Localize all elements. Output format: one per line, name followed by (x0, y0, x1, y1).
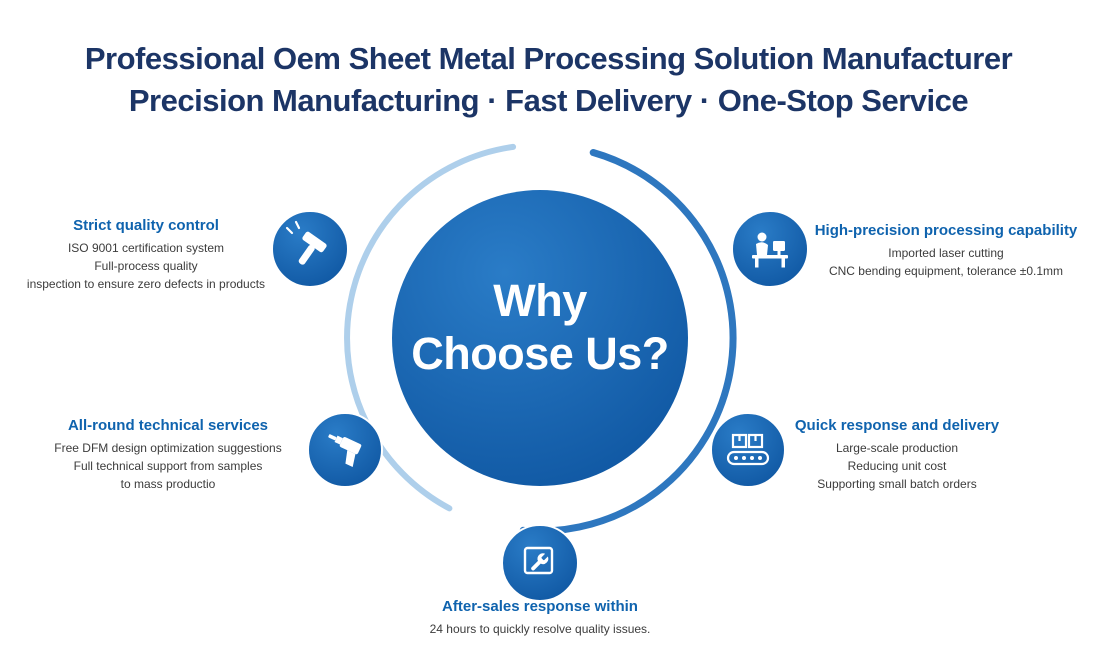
engineer-desk-icon (752, 232, 788, 268)
ring-arc-light (344, 143, 517, 512)
feature-body: Large-scale production Reducing unit cos… (817, 441, 977, 491)
center-circle (392, 190, 688, 486)
ring-arc-blue (519, 149, 737, 535)
center-slogan: Why Choose Us? (390, 274, 690, 380)
feature-body: Imported laser cutting CNC bending equip… (828, 246, 1064, 278)
feature-high-precision: High-precision processing capability Imp… (806, 222, 1086, 280)
page-title-line1: Professional Oem Sheet Metal Processing … (84, 41, 1013, 76)
feature-title: Strict quality control (73, 217, 219, 234)
feature-body: Free DFM design optimization suggestions… (54, 441, 282, 491)
feature-body: 24 hours to quickly resolve quality issu… (429, 622, 651, 636)
precision-node (731, 210, 809, 288)
conveyor-icon (726, 433, 770, 466)
feature-technical-services: All-round technical services Free DFM de… (28, 417, 308, 493)
feature-title: After-sales response within (442, 598, 638, 615)
feature-title: High-precision processing capability (814, 222, 1078, 239)
aftersales-node (501, 524, 579, 602)
delivery-node (710, 412, 786, 488)
feature-strict-quality-control: Strict quality control ISO 9001 certific… (10, 217, 282, 293)
feature-title: Quick response and delivery (794, 417, 1000, 434)
drill-icon (328, 434, 362, 468)
technical-node (307, 412, 383, 488)
center-slogan-line2: Choose Us? (411, 328, 669, 380)
wrench-box-icon (523, 546, 554, 575)
center-slogan-line1: Why (493, 275, 587, 326)
precision-node-circle (731, 210, 809, 288)
technical-node-circle (307, 412, 383, 488)
quality-node (271, 210, 349, 288)
feature-title: All-round technical services (67, 417, 269, 434)
page-title: Professional Oem Sheet Metal Processing … (0, 40, 1097, 120)
hammer-icon (285, 220, 327, 265)
feature-after-sales: After-sales response within 24 hours to … (380, 598, 700, 638)
page-title-line2: Precision Manufacturing · Fast Delivery … (128, 82, 969, 118)
feature-body: ISO 9001 certification system Full-proce… (26, 241, 266, 291)
delivery-node-circle (710, 412, 786, 488)
feature-quick-response: Quick response and delivery Large-scale … (777, 417, 1017, 493)
